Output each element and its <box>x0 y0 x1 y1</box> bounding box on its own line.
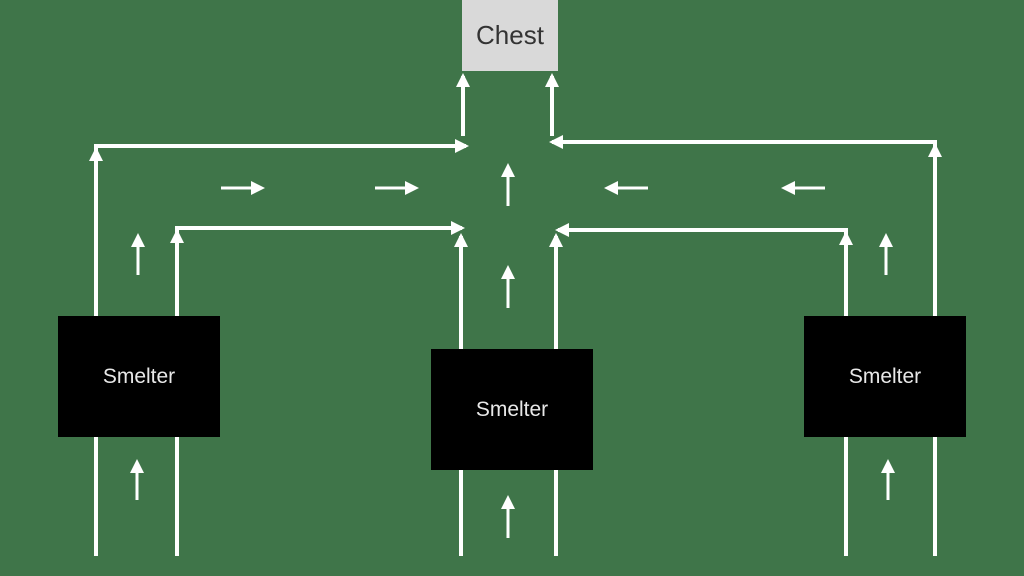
belt-right-inner <box>555 223 848 556</box>
smelter-right: Smelter <box>804 316 966 437</box>
smelter-right-label: Smelter <box>848 364 922 388</box>
smelter-left-label: Smelter <box>102 364 176 388</box>
chest-label: Chest <box>476 20 544 50</box>
belt-left-inner <box>175 221 465 556</box>
smelter-middle: Smelter <box>431 349 593 470</box>
chest-box: Chest <box>462 0 558 71</box>
smelter-left: Smelter <box>58 316 220 437</box>
smelter-middle-label: Smelter <box>475 397 549 421</box>
